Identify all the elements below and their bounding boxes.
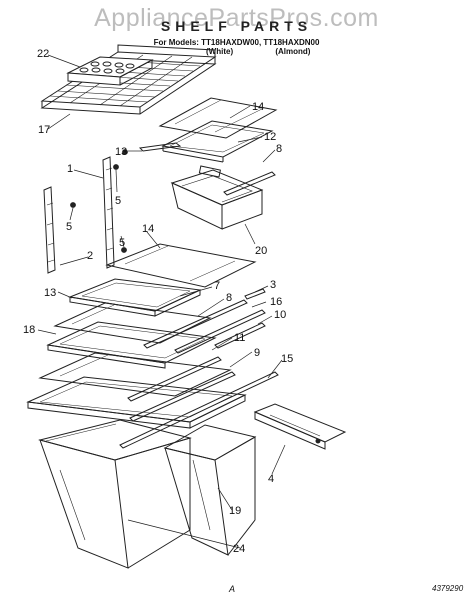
- callout-14-middle: 14: [142, 223, 154, 235]
- callout-1: 1: [67, 163, 73, 175]
- glass-shelf-middle: [105, 243, 257, 288]
- callout-15: 15: [281, 353, 293, 365]
- watermark: AppliancePartsPros.com: [94, 4, 379, 32]
- callout-7: 7: [214, 280, 220, 292]
- leader-lines: [37, 54, 286, 549]
- crisper-cover-frame: [26, 376, 247, 429]
- callout-4: 4: [268, 473, 274, 485]
- callout-24: 24: [233, 543, 245, 555]
- trim-3: [244, 288, 266, 300]
- callout-10: 10: [274, 309, 286, 321]
- callout-22: 22: [37, 48, 49, 60]
- document-number: 4379290: [432, 584, 464, 593]
- drawer-bracket: [253, 403, 347, 450]
- diagram-title: SHELF PARTS: [160, 18, 313, 34]
- glass-crisper-cover: [38, 352, 232, 397]
- variant-almond: (Almond): [275, 47, 311, 56]
- callout-14-upper: 14: [252, 101, 264, 113]
- callout-16: 16: [270, 296, 282, 308]
- page-mark: A: [229, 584, 236, 594]
- vertical-rail-right: [102, 156, 115, 269]
- callout-8-upper: 8: [276, 143, 282, 155]
- callout-18: 18: [23, 324, 35, 336]
- callout-5-b: 5: [66, 221, 72, 233]
- crisper-drawer-upper: [170, 165, 264, 230]
- callout-20: 20: [255, 245, 267, 257]
- callout-numbers: 22 17 14 12 13 8 1 5 5 5 20 14 2 3 13 7 …: [23, 48, 293, 555]
- callout-2: 2: [87, 250, 93, 262]
- glass-shelf-upper: [158, 97, 278, 139]
- front-trim-8: [143, 299, 248, 349]
- model-variants: (White) (Almond): [206, 47, 350, 56]
- callout-19: 19: [229, 505, 241, 517]
- model-list: For Models: TT18HAXDW00, TT18HAXDN00: [153, 38, 320, 47]
- callout-3: 3: [270, 279, 276, 291]
- trim-9: [129, 371, 236, 422]
- callout-5-a: 5: [115, 195, 121, 207]
- crisper-drawer-right: [163, 424, 257, 556]
- variant-white: (White): [206, 47, 234, 56]
- trim-11: [127, 356, 222, 402]
- callout-13-lower: 13: [44, 287, 56, 299]
- front-trim-16: [174, 309, 266, 354]
- screw-parts: [70, 149, 128, 253]
- glass-shelf-lower: [53, 302, 212, 344]
- crisper-drawer-left: [38, 419, 192, 569]
- vertical-rail-left: [43, 186, 56, 274]
- trim-15: [119, 371, 279, 449]
- callout-9: 9: [254, 347, 260, 359]
- callout-8-lower: 8: [226, 292, 232, 304]
- shelf-frame-upper: [138, 120, 276, 196]
- callout-11: 11: [234, 332, 245, 344]
- callout-17: 17: [38, 124, 50, 136]
- callout-13-upper: 13: [115, 146, 127, 158]
- egg-bin: [66, 56, 154, 86]
- callout-12: 12: [264, 131, 276, 143]
- callout-5-c: 5: [119, 237, 125, 249]
